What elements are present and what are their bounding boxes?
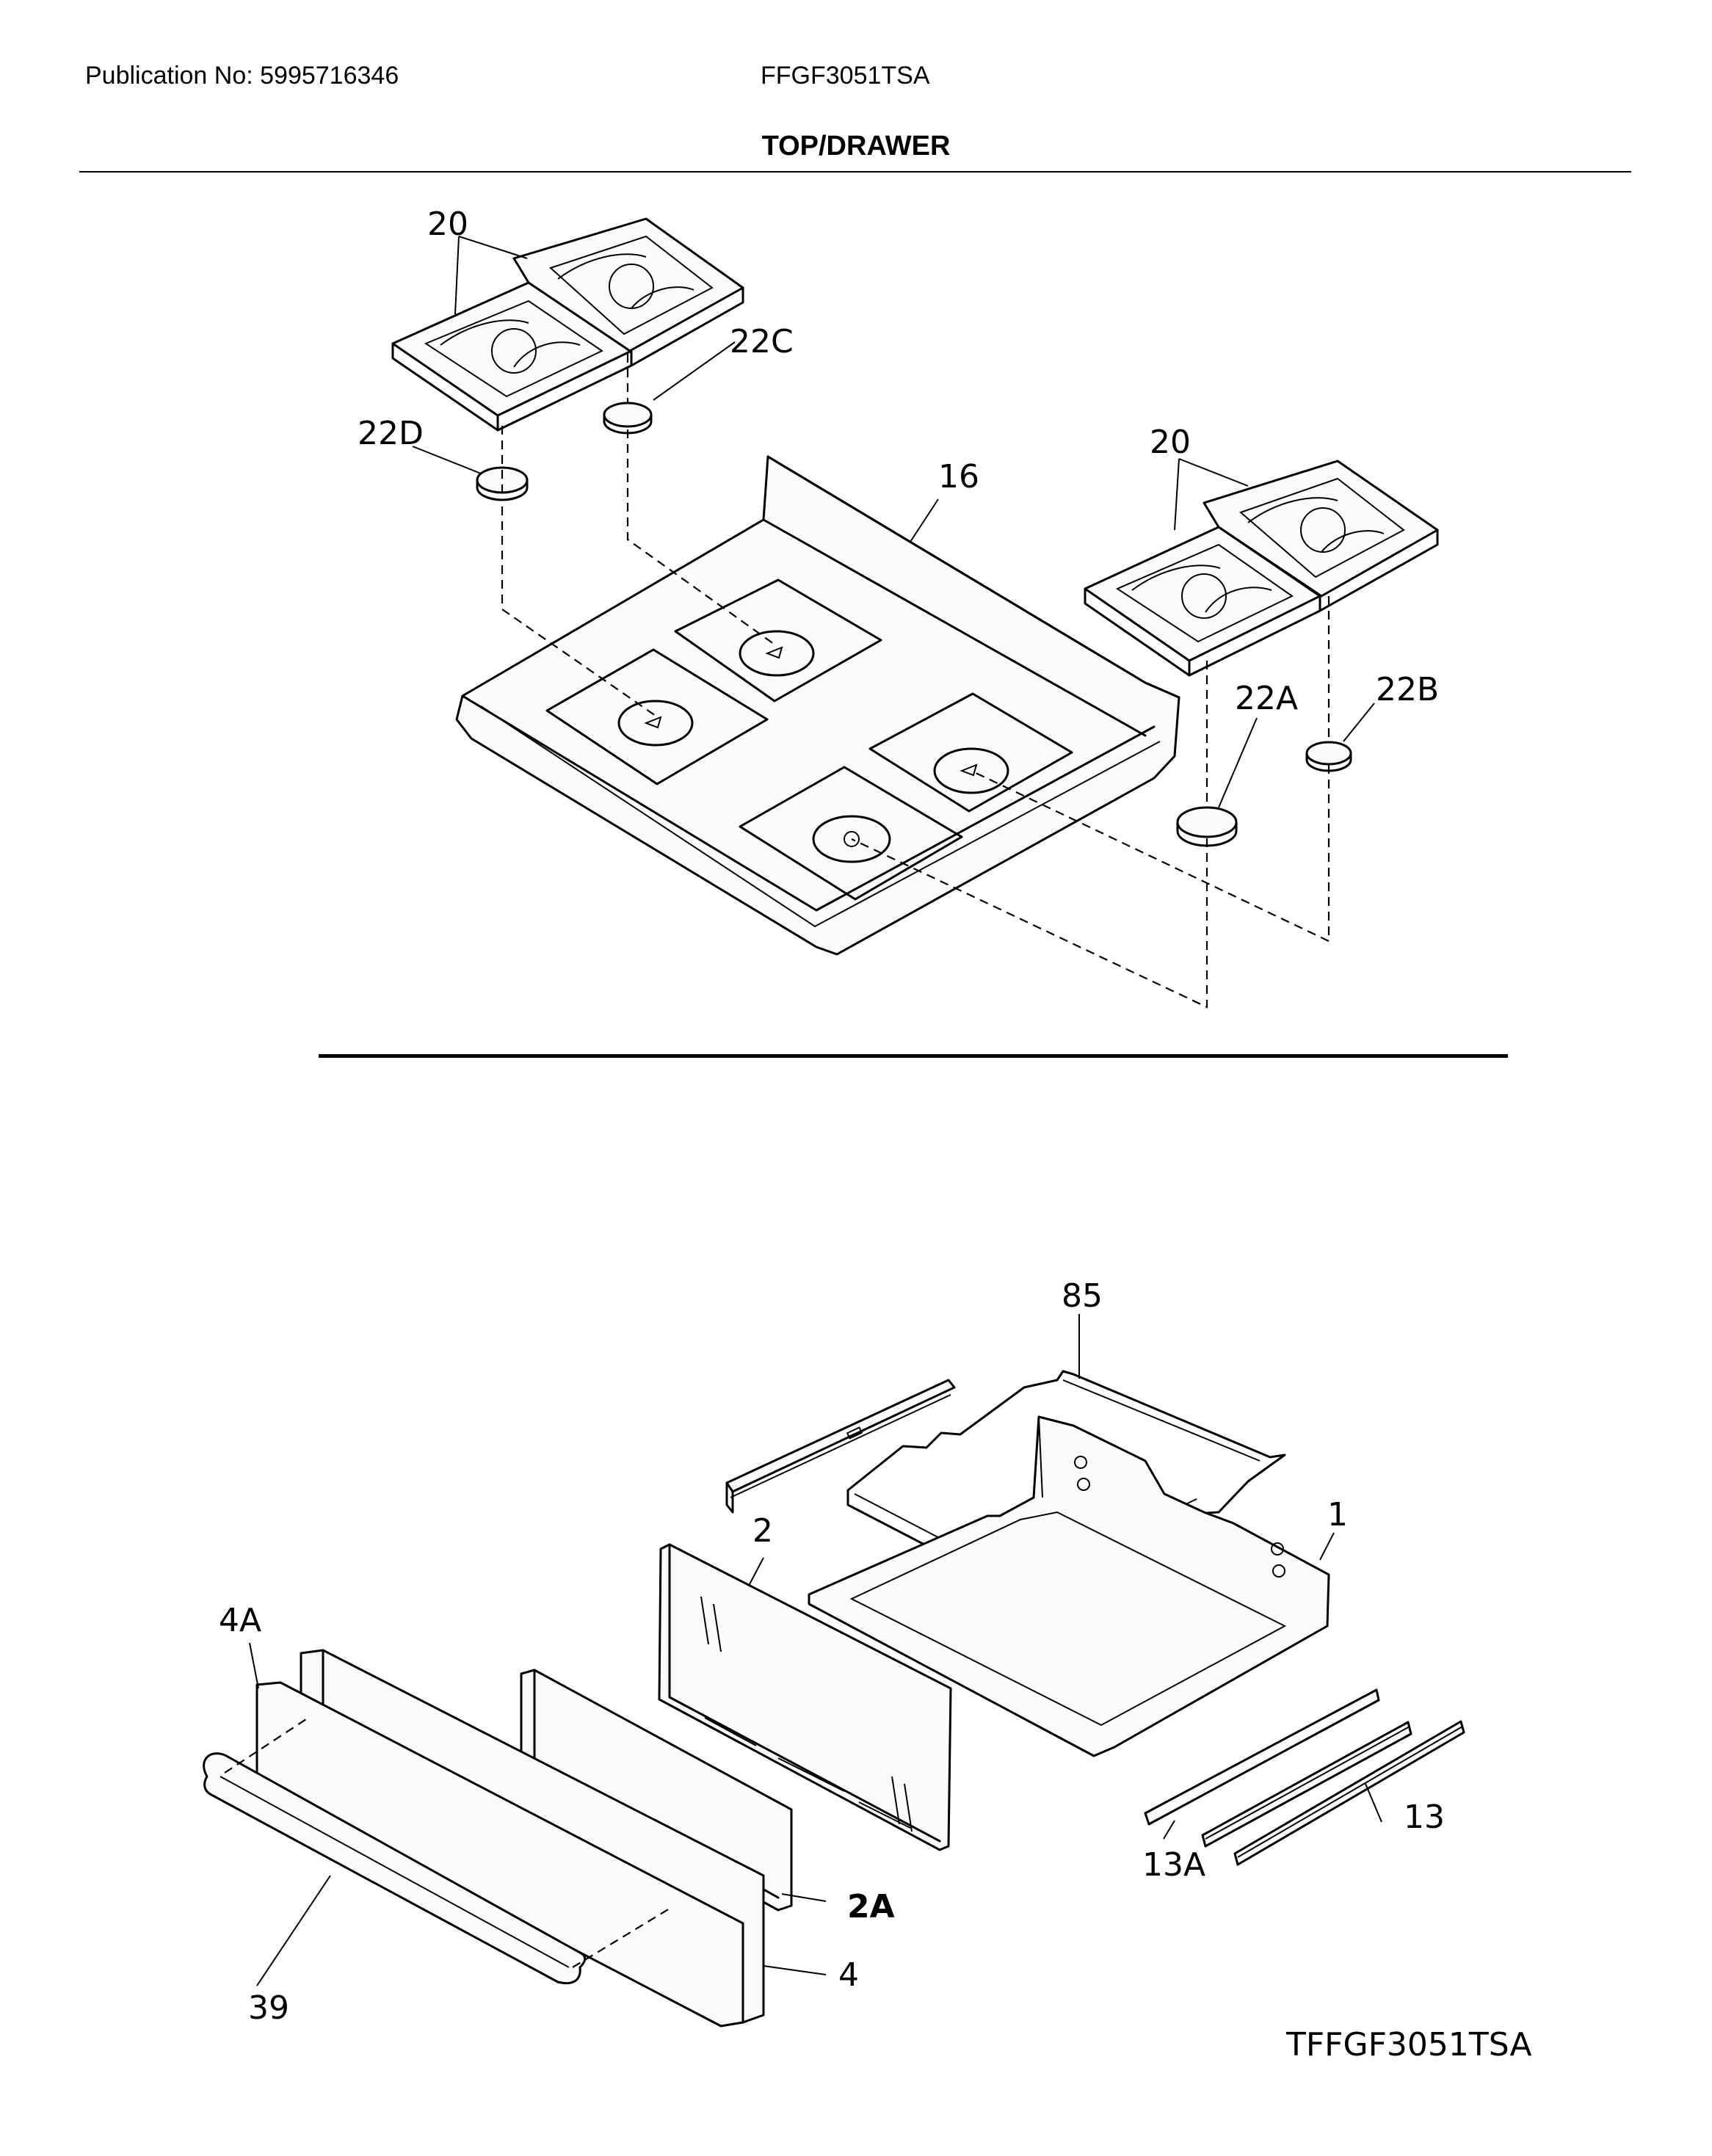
leader-lines-top: [412, 236, 1375, 808]
drawer-handle-part-39[interactable]: [203, 1752, 587, 1985]
callout-20-right: 20: [1150, 424, 1191, 461]
burner-cap-22d[interactable]: [476, 466, 529, 501]
callout-16: 16: [938, 458, 979, 496]
header-divider: [79, 171, 1631, 173]
figure-id: TFFGF3051TSA: [1285, 2026, 1532, 2064]
grate-right-part-20[interactable]: [1084, 460, 1439, 677]
callout-22a: 22A: [1235, 680, 1298, 717]
callout-20-left: 20: [427, 206, 468, 243]
callout-4a: 4A: [219, 1602, 261, 1639]
callout-39: 39: [248, 1989, 289, 2027]
alignment-lines-bottom: [224, 1717, 670, 1968]
callout-85: 85: [1062, 1277, 1103, 1315]
drawer-rail-upper[interactable]: [725, 1379, 956, 1514]
section-divider: [319, 1054, 1508, 1058]
callout-22c: 22C: [730, 323, 794, 360]
section-title: TOP/DRAWER: [761, 131, 951, 161]
burner-cap-22c[interactable]: [603, 402, 653, 435]
drawer-glide-part-13[interactable]: [1233, 1720, 1465, 1866]
drawer-glide-part-13a[interactable]: [1144, 1688, 1412, 1848]
callout-2a: 2A: [847, 1888, 895, 1925]
callout-22d: 22D: [358, 415, 424, 452]
grate-left-part-20[interactable]: [391, 217, 744, 432]
alignment-lines-top: [501, 354, 1330, 1009]
cooktop-part-16[interactable]: [455, 455, 1180, 956]
burner-cap-22a[interactable]: [1176, 806, 1238, 847]
callout-22b: 22B: [1376, 671, 1439, 708]
callout-4: 4: [838, 1956, 859, 1994]
publication-number: Publication No: 5995716346: [85, 62, 399, 90]
model-number: FFGF3051TSA: [761, 62, 930, 90]
callout-1: 1: [1327, 1496, 1348, 1533]
leader-lines-bottom: [249, 1314, 1382, 1986]
callout-13a: 13A: [1142, 1846, 1205, 1884]
drawer-body-part-1[interactable]: [808, 1415, 1330, 1757]
callout-13: 13: [1404, 1799, 1445, 1836]
drawer-back-part-2[interactable]: [658, 1543, 952, 1851]
callout-2: 2: [752, 1512, 773, 1550]
